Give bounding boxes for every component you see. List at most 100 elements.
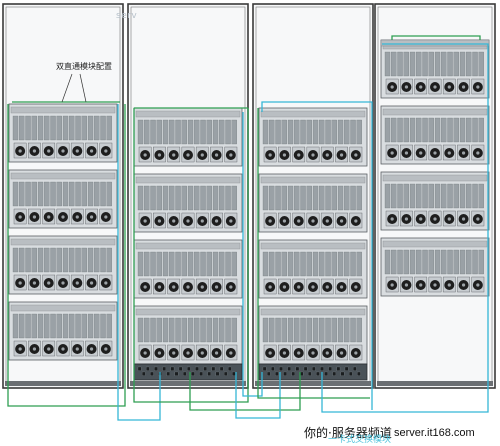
fan-hub [447,85,451,89]
drive-bay [472,249,478,275]
drive-bay [100,247,106,273]
drive-bay [356,185,362,211]
fan-hub [200,285,204,289]
drive-bay [169,317,175,343]
fan-hub [447,151,451,155]
switch-port [211,366,216,371]
drive-bay [384,51,391,77]
fan-hub [104,347,108,351]
fan-hub [104,215,108,219]
fan-hub [104,149,108,153]
drive-bay [350,251,356,277]
switch-port [207,371,211,376]
cable-green [7,104,126,407]
rack4-top-module [380,39,490,47]
drive-bay [466,249,472,275]
fan-hub [89,215,94,219]
switch-port [303,366,308,371]
drive-bay [206,119,212,145]
switch-port [219,366,224,371]
drive-bay [25,115,31,141]
drive-bay [31,247,37,273]
fan-hub [186,219,190,223]
rack-base [255,381,371,386]
drive-bay [50,247,56,273]
drive-bay [25,313,31,339]
drive-bay [212,185,219,211]
switch-port [170,366,175,371]
chassis-bezel [135,308,241,316]
fan-hub [172,351,176,355]
fan-hub [311,219,315,223]
drive-bay [356,119,362,145]
chassis-bezel [260,242,366,250]
drive-bay [344,185,350,211]
fan-hub [282,351,287,355]
drive-bay [69,115,75,141]
drive-bay [106,313,112,339]
switch-port [316,371,320,376]
drive-bay [137,251,144,277]
fan-hub [354,153,358,157]
drive-bay [212,251,219,277]
switch-port [142,371,146,376]
drive-bay [100,115,106,141]
fan-hub [419,85,423,89]
drive-bay [231,185,237,211]
drive-bay [287,119,294,145]
drive-bay [19,313,25,339]
fan-hub [282,153,287,157]
server-chassis [133,305,243,365]
fan-hub [61,281,65,285]
drive-bay [453,183,459,209]
server-chassis [380,105,490,165]
drive-bay [75,181,81,207]
fan-hub [61,215,65,219]
drive-bay [434,51,441,77]
drive-bay [194,185,200,211]
drive-bay [319,251,325,277]
server-chassis [133,239,243,299]
drive-bay [137,317,144,343]
switch-port [291,371,296,376]
fan-hub [354,351,358,355]
drive-bay [137,185,144,211]
drive-bay [344,251,350,277]
drive-bay [319,185,325,211]
fan-hub [297,285,301,289]
chassis-bezel [135,242,241,250]
drive-bay [397,51,403,77]
drive-bay [287,317,294,343]
drive-bay [12,247,19,273]
drive-bay [156,317,162,343]
drive-bay [225,251,231,277]
drive-bay [212,317,219,343]
drive-bay [175,317,181,343]
switch-port [203,366,207,371]
drive-bay [409,117,416,143]
switch-port [283,371,287,376]
chassis-bezel [382,174,488,182]
drive-bay [187,251,194,277]
drive-bay [219,119,225,145]
cable-green [133,108,249,403]
drive-bay [87,247,94,273]
chassis-bezel [135,176,241,184]
chassis-bezel [260,110,366,118]
drive-bay [225,185,231,211]
drive-bay [44,181,50,207]
drive-bay [344,119,350,145]
fan-hub [61,347,65,351]
fan-hub [18,281,22,285]
drive-bay [262,185,269,211]
drive-bay [94,247,100,273]
switch-port [154,366,158,371]
fan-hub [390,217,394,221]
switch-port [146,366,150,371]
drive-bay [434,117,441,143]
drive-bay [62,181,69,207]
drive-bay [200,251,206,277]
fan-hub [32,215,37,219]
drive-bay [397,249,403,275]
drive-bay [331,317,337,343]
